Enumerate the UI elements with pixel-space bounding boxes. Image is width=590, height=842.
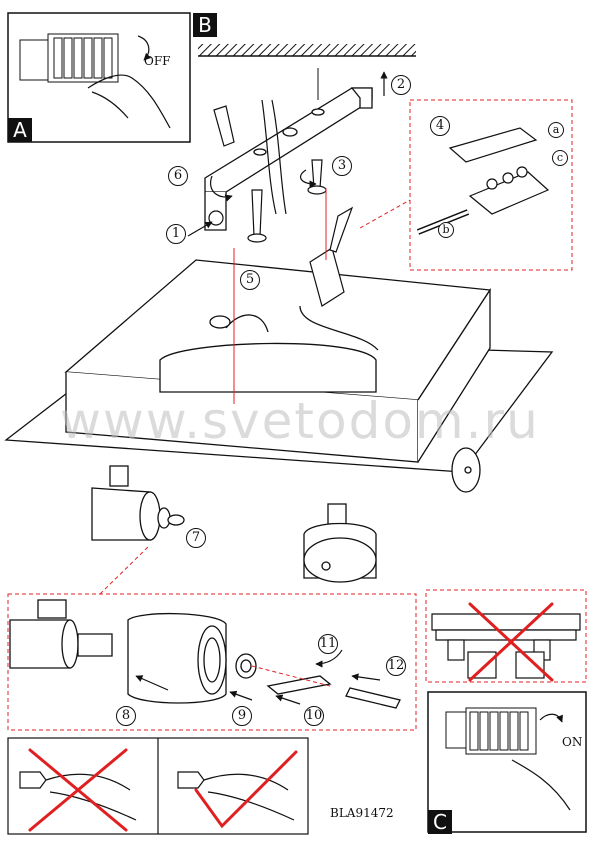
connector-plug <box>309 206 354 307</box>
substep-b-marker: b <box>438 222 454 238</box>
substep-a-marker: a <box>548 122 564 138</box>
step-4-marker: 4 <box>430 116 450 136</box>
switch-on-text: ON <box>562 735 583 749</box>
terminal-block-detail <box>416 127 550 235</box>
lamp-base <box>4 259 554 473</box>
supply-wires <box>261 99 287 215</box>
step-5-marker: 5 <box>240 270 260 290</box>
step-2-marker: 2 <box>391 75 411 95</box>
direction-arrows <box>135 71 388 705</box>
wrong-mount-detail <box>431 613 581 679</box>
step-9-marker: 9 <box>232 706 252 726</box>
step-3-marker: 3 <box>332 156 352 176</box>
panel-a-switch-off <box>7 12 191 143</box>
watermark-text: www.svetodom.ru <box>60 392 540 450</box>
callout-box-wrong-mount <box>425 589 587 683</box>
step-10-marker: 10 <box>304 706 324 726</box>
ceiling-hatch <box>198 44 416 56</box>
substep-c-marker: c <box>552 150 568 166</box>
model-code: BLA91472 <box>330 806 394 820</box>
panel-c-switch-on <box>427 691 587 833</box>
panel-b-label: B <box>193 13 217 37</box>
step-7-marker: 7 <box>186 528 206 548</box>
callout-box-4 <box>409 99 573 271</box>
spot-heads <box>91 447 481 583</box>
step-6-marker: 6 <box>168 166 188 186</box>
step-8-marker: 8 <box>116 706 136 726</box>
switch-off-text: OFF <box>144 54 171 68</box>
spot-explosion <box>9 599 401 709</box>
panel-a-label: A <box>8 118 32 142</box>
step-12-marker: 12 <box>386 656 406 676</box>
screws <box>208 105 327 243</box>
panel-c-label: C <box>428 810 452 834</box>
step-11-marker: 11 <box>318 634 338 654</box>
bad-handling-cross <box>28 748 128 832</box>
callout-box-spot-detail <box>7 593 417 731</box>
good-handling-check <box>194 750 298 829</box>
wrong-mount-cross <box>468 602 554 682</box>
step-1-marker: 1 <box>166 224 186 244</box>
